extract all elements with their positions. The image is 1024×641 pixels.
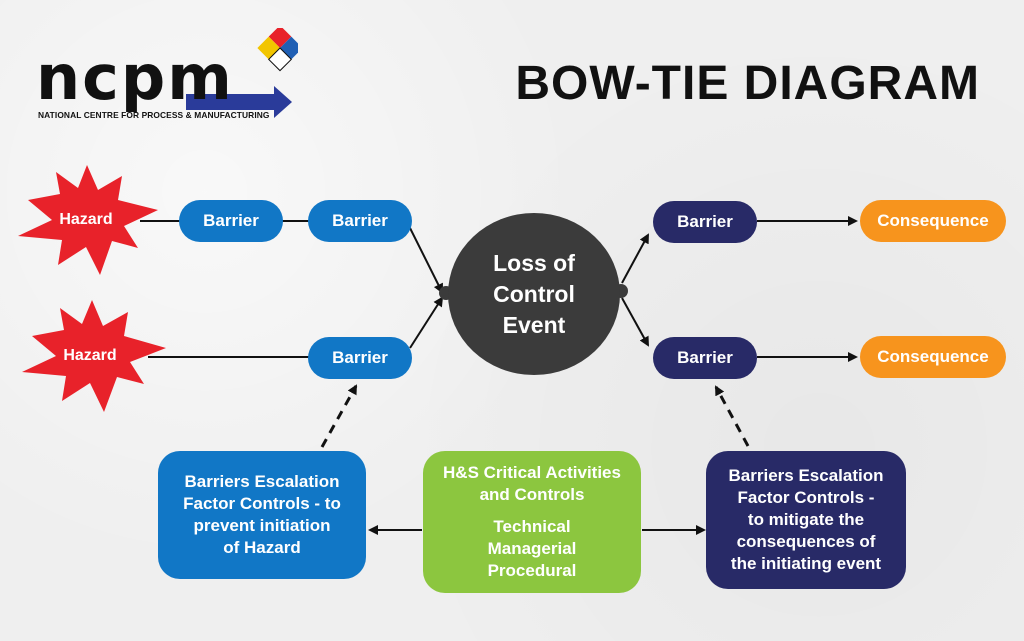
- box-line: Barriers Escalation: [184, 472, 340, 491]
- left-barrier: Barrier: [308, 200, 412, 242]
- logo-letters: ncpm: [36, 41, 234, 114]
- hazard-burst-shape: [22, 300, 166, 412]
- hazard-burst-shape: [18, 165, 158, 275]
- right-barrier: Barrier: [653, 337, 757, 379]
- ncpm-logo: ncpm NATIONAL CENTRE FOR PROCESS & MANUF…: [36, 28, 298, 126]
- consequence: Consequence: [860, 200, 1006, 242]
- connector-arrow: [621, 233, 649, 284]
- box-item: Procedural: [487, 561, 577, 580]
- box-item: Technical: [493, 517, 571, 536]
- hazard-label: Hazard: [63, 347, 117, 364]
- connector-arrow: [409, 296, 444, 349]
- box-line: consequences of: [736, 532, 876, 551]
- dashed-arrow: [714, 385, 750, 447]
- mitigation-controls-box: Barriers Escalation Factor Controls - to…: [706, 451, 906, 589]
- hazard-label: Hazard: [59, 211, 113, 228]
- box-line: Barriers Escalation: [728, 466, 884, 485]
- logo-subtitle: NATIONAL CENTRE FOR PROCESS & MANUFACTUR…: [38, 110, 270, 120]
- center-event-line: Event: [502, 311, 566, 338]
- box-heading-line: and Controls: [479, 485, 585, 504]
- logo-graphic: [186, 28, 298, 118]
- dashed-arrow: [320, 384, 358, 448]
- box-line: Factor Controls -: [737, 488, 875, 507]
- box-line: Factor Controls - to: [183, 494, 341, 513]
- left-barrier: Barrier: [308, 337, 412, 379]
- connector-arrow: [409, 227, 443, 294]
- center-event-line: Control: [493, 280, 575, 307]
- consequence: Consequence: [860, 336, 1006, 378]
- box-item: Managerial: [487, 539, 577, 558]
- box-line: of Hazard: [223, 538, 301, 557]
- connector-arrow: [621, 297, 649, 347]
- loss-of-control-event: Loss of Control Event: [448, 213, 620, 375]
- left-barrier: Barrier: [179, 200, 283, 242]
- center-event-line: Loss of: [493, 249, 575, 276]
- critical-activities-box: H&S Critical Activities and Controls Tec…: [423, 451, 641, 593]
- box-line: to mitigate the: [747, 510, 865, 529]
- box-heading-line: H&S Critical Activities: [443, 463, 621, 482]
- box-line: prevent initiation: [193, 516, 331, 535]
- box-line: the initiating event: [730, 554, 882, 573]
- prevention-controls-box: Barriers Escalation Factor Controls - to…: [158, 451, 366, 579]
- diagram-title: BOW-TIE DIAGRAM: [515, 57, 980, 110]
- right-barrier: Barrier: [653, 201, 757, 243]
